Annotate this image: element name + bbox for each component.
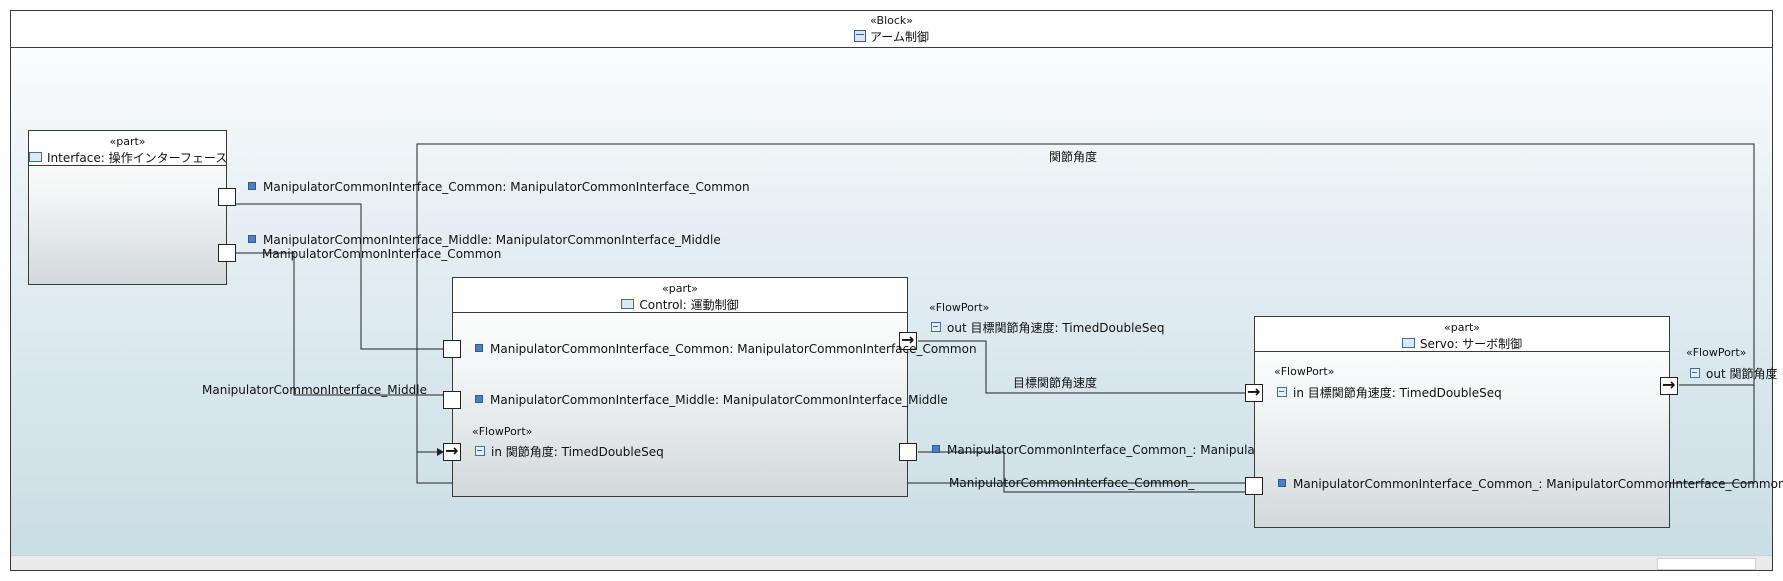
part-interface-title-row: Interface: 操作インターフェース [29,149,228,166]
port-servo-in-stereotype: «FlowPort» [1274,365,1335,378]
part-control-stereotype: «part» [661,282,699,295]
connector-common2-label: ManipulatorCommonInterface_Common_ [949,476,1195,490]
port-servo-out-text: out 関節角度 [1706,367,1778,381]
port-icon [475,344,483,352]
connector-common-line [236,203,444,350]
connector-middle-label: ManipulatorCommonInterface_Middle [202,383,427,397]
port-control-in-flow[interactable] [443,441,461,461]
port-icon [248,182,256,190]
connector-common-label: ManipulatorCommonInterface_Common [262,247,502,261]
part-interface-title: Interface: 操作インターフェース [47,151,228,165]
port-control-middle[interactable] [443,391,461,409]
port-servo-in-text: in 目標関節角速度: TimedDoubleSeq [1293,386,1502,400]
port-servo-common2[interactable] [1245,477,1263,495]
arrowhead-ctl-in [437,448,444,456]
block-header: «Block» アーム制御 [11,11,1772,48]
part-control-header: «part» Control: 運動制御 [453,278,907,313]
part-interface-stereotype: «part» [109,135,146,148]
part-servo-title: Servo: サーボ制御 [1419,337,1523,351]
port-servo-common2-text: ManipulatorCommonInterface_Common_: Mani… [1293,477,1783,491]
port-control-common[interactable] [443,340,461,358]
in-port-icon [475,446,485,456]
port-control-in-text: in 関節角度: TimedDoubleSeq [491,445,664,459]
port-control-out-flow[interactable] [899,330,917,350]
part-icon [29,152,42,162]
part-interface[interactable]: «part» Interface: 操作インターフェース [28,130,227,285]
port-interface-common[interactable] [218,188,236,206]
out-port-icon [931,322,941,332]
block-title-row: アーム制御 [11,28,1772,45]
port-interface-middle-label: ManipulatorCommonInterface_Middle: Manip… [248,233,721,247]
connector-common2-line [918,451,1246,493]
part-control[interactable]: «part» Control: 運動制御 [452,277,908,497]
part-servo-header: «part» Servo: サーボ制御 [1255,317,1669,352]
port-control-common-label: ManipulatorCommonInterface_Common: Manip… [475,342,977,356]
port-interface-common-text: ManipulatorCommonInterface_Common: Manip… [263,180,750,194]
port-control-middle-label: ManipulatorCommonInterface_Middle: Manip… [475,393,948,407]
port-control-in-stereotype: «FlowPort» [472,425,533,438]
scrollbar-thumb[interactable] [1657,558,1756,570]
connector-target-velocity-label: 目標関節角速度 [1013,376,1098,390]
container-label: 関節角度 [1049,150,1098,164]
port-servo-in-label: in 目標関節角速度: TimedDoubleSeq [1277,384,1502,401]
container-frame-outline [416,143,1755,484]
port-icon [475,395,483,403]
port-control-common-text: ManipulatorCommonInterface_Common: Manip… [490,342,977,356]
port-icon [248,235,256,243]
port-control-out-stereotype: «FlowPort» [929,301,990,314]
port-icon [1278,479,1286,487]
part-icon [1401,338,1415,348]
part-servo-stereotype: «part» [1443,321,1481,334]
block-title: アーム制御 [870,30,929,44]
port-servo-in-flow[interactable] [1245,382,1263,402]
part-interface-header: «part» Interface: 操作インターフェース [29,131,228,166]
connector-middle-line [236,252,444,396]
port-interface-middle-text: ManipulatorCommonInterface_Middle: Manip… [263,233,721,247]
port-interface-middle[interactable] [218,244,236,262]
port-servo-out-stereotype: «FlowPort» [1686,346,1747,359]
port-control-in-label: in 関節角度: TimedDoubleSeq [475,443,664,460]
port-servo-common2-label: ManipulatorCommonInterface_Common_: Mani… [1278,477,1783,491]
part-control-title-row: Control: 運動制御 [453,296,907,313]
horizontal-scrollbar[interactable] [11,555,1772,570]
port-servo-out-flow[interactable] [1660,375,1678,395]
port-icon [932,445,940,453]
block-icon [854,30,867,42]
port-control-middle-text: ManipulatorCommonInterface_Middle: Manip… [490,393,948,407]
port-control-common2[interactable] [899,443,917,461]
port-servo-out-label: out 関節角度 [1690,365,1777,382]
block-stereotype: «Block» [869,14,914,27]
connector-target-velocity-line [918,340,1250,394]
part-icon [621,299,635,309]
part-servo[interactable]: «part» Servo: サーボ制御 [1254,316,1670,528]
out-port-icon [1690,368,1700,378]
part-servo-title-row: Servo: サーボ制御 [1255,335,1669,352]
part-control-title: Control: 運動制御 [639,298,739,312]
port-interface-common-label: ManipulatorCommonInterface_Common: Manip… [248,180,750,194]
port-control-out-text: out 目標関節角速度: TimedDoubleSeq [947,321,1165,335]
port-control-out-label: out 目標関節角速度: TimedDoubleSeq [931,319,1164,336]
in-port-icon [1277,387,1287,397]
